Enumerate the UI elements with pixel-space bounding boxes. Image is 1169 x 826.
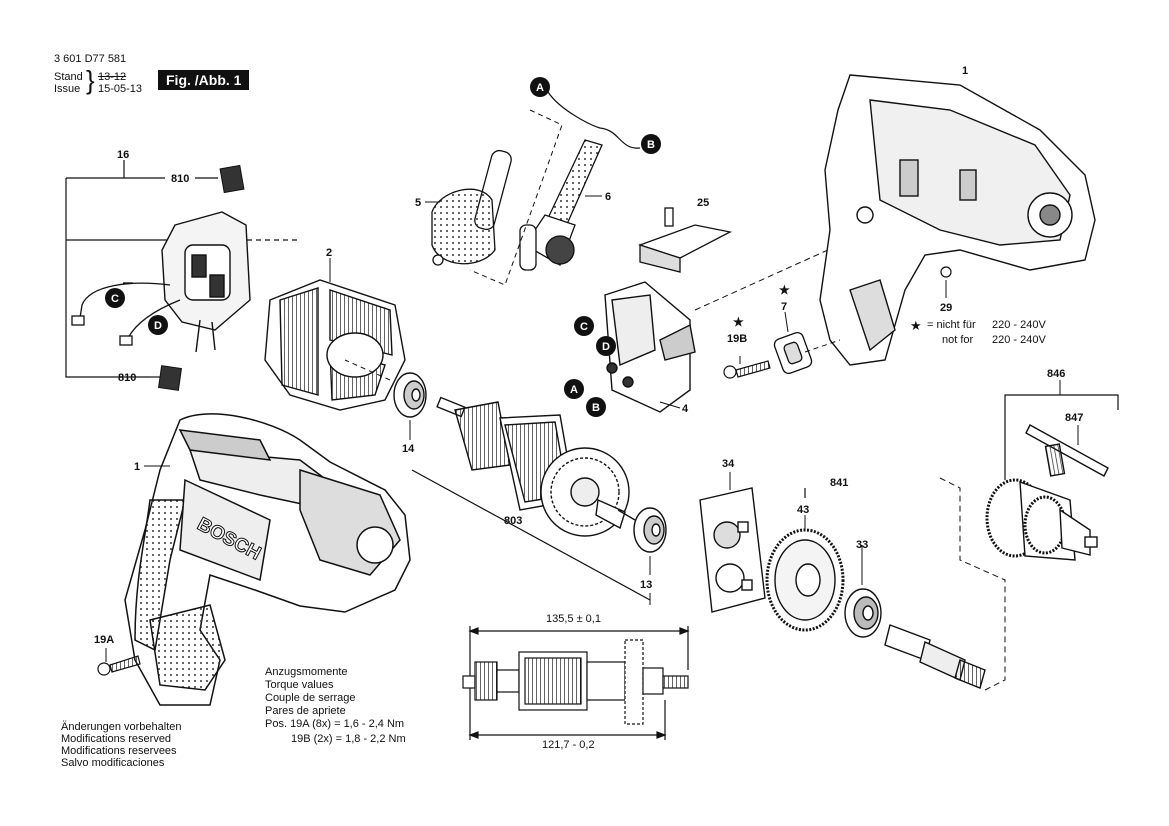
- armature: [436, 396, 636, 537]
- callout-6: 6: [605, 191, 611, 203]
- brush-wires: [71, 282, 181, 346]
- chuck-bracket: [1004, 394, 1119, 480]
- switch-4: [604, 281, 696, 413]
- footer-de: Änderungen vorbehalten: [61, 721, 182, 733]
- marker-b-top: B: [647, 139, 655, 151]
- star-mark-19b: ★: [733, 315, 744, 329]
- screw-19a: [97, 655, 141, 676]
- header-brace: }: [86, 65, 95, 95]
- callout-4: 4: [682, 403, 689, 415]
- callout-25: 25: [697, 197, 709, 209]
- callout-841: 841: [830, 477, 848, 489]
- drill-chuck: [985, 478, 1098, 561]
- callout-34: 34: [722, 458, 735, 470]
- callout-33: 33: [856, 539, 868, 551]
- callout-14: 14: [402, 443, 415, 455]
- torque-row-19a: Pos. 19A (8x) = 1,6 - 2,4 Nm: [265, 718, 405, 730]
- callout-43: 43: [797, 504, 809, 516]
- callout-19a: 19A: [94, 634, 114, 646]
- drill-housing-assembled: [124, 413, 411, 706]
- armature-dimension-drawing: [462, 626, 690, 740]
- carbon-brush-bottom: [158, 365, 182, 391]
- callout-810-top: 810: [171, 173, 189, 185]
- callout-1-left: 1: [134, 461, 140, 473]
- callout-847: 847: [1065, 412, 1083, 424]
- handle-insert-6: [519, 139, 603, 271]
- footer-en: Modifications reserved: [61, 733, 172, 745]
- callout-5: 5: [415, 197, 421, 209]
- marker-a-top: A: [536, 82, 544, 94]
- star-note-line2-value: 220 - 240V: [992, 334, 1046, 346]
- housing-half-right: [819, 74, 1096, 366]
- marker-d-left: D: [154, 320, 162, 332]
- handle-insert-5: [431, 149, 512, 266]
- callout-29: 29: [940, 302, 952, 314]
- star-mark-7: ★: [779, 283, 790, 297]
- stator: [264, 279, 406, 411]
- slider-25: [638, 207, 732, 273]
- marker-c-switch: C: [580, 321, 588, 333]
- callout-846: 846: [1047, 368, 1065, 380]
- footer-es: Salvo modificaciones: [61, 757, 165, 769]
- bearing-plate-34: [699, 487, 766, 613]
- marker-b-switch: B: [592, 402, 600, 414]
- star-note-line1-value: 220 - 240V: [992, 319, 1046, 331]
- stand-label: Stand: [54, 71, 83, 83]
- callout-803: 803: [504, 515, 522, 527]
- callout-13: 13: [640, 579, 652, 591]
- torque-title-en: Torque values: [265, 679, 334, 691]
- carbon-brush-top: [219, 164, 245, 194]
- screw-19b: [723, 360, 771, 379]
- issue-label: Issue: [54, 83, 81, 95]
- bearing-33: [844, 588, 882, 638]
- callout-19b: 19B: [727, 333, 747, 345]
- washer-29: [940, 266, 952, 278]
- handle-frame: [469, 109, 563, 286]
- gear-43: [765, 528, 845, 632]
- star-note-line1-prefix: = nicht für: [927, 319, 976, 331]
- marker-a-switch: A: [570, 384, 578, 396]
- dimension-top: 135,5 ± 0,1: [546, 613, 601, 625]
- torque-title-de: Anzugsmomente: [265, 666, 348, 678]
- part-number: 3 601 D77 581: [54, 53, 127, 65]
- callout-7: 7: [781, 301, 787, 313]
- stand-value: 13-12: [98, 71, 127, 83]
- clamp-7: [773, 331, 813, 375]
- dimension-bottom: 121,7 - 0,2: [542, 739, 595, 751]
- chuck-key: [1025, 424, 1109, 477]
- issue-value: 15-05-13: [98, 83, 143, 95]
- bearing-14: [393, 372, 427, 418]
- callout-810-bottom: 810: [118, 372, 136, 384]
- bearing-13: [633, 507, 667, 553]
- brush-holder: [161, 211, 251, 353]
- star-note-line2-prefix: not for: [942, 334, 974, 346]
- spindle: [884, 624, 986, 689]
- wire-markers: A B C D C D A B: [105, 77, 661, 417]
- torque-title-es: Pares de apriete: [265, 705, 346, 717]
- marker-d-switch: D: [602, 341, 610, 353]
- callout-1-top: 1: [962, 65, 968, 77]
- figure-label: Fig. /Abb. 1: [158, 70, 250, 90]
- callout-16: 16: [117, 149, 129, 161]
- star-note-symbol: ★: [910, 318, 922, 333]
- torque-row-19b: 19B (2x) = 1,8 - 2,2 Nm: [291, 733, 406, 745]
- footer-fr: Modifications reservees: [61, 745, 177, 757]
- marker-c-left: C: [111, 293, 119, 305]
- torque-title-fr: Couple de serrage: [265, 692, 356, 704]
- callout-2: 2: [326, 247, 332, 259]
